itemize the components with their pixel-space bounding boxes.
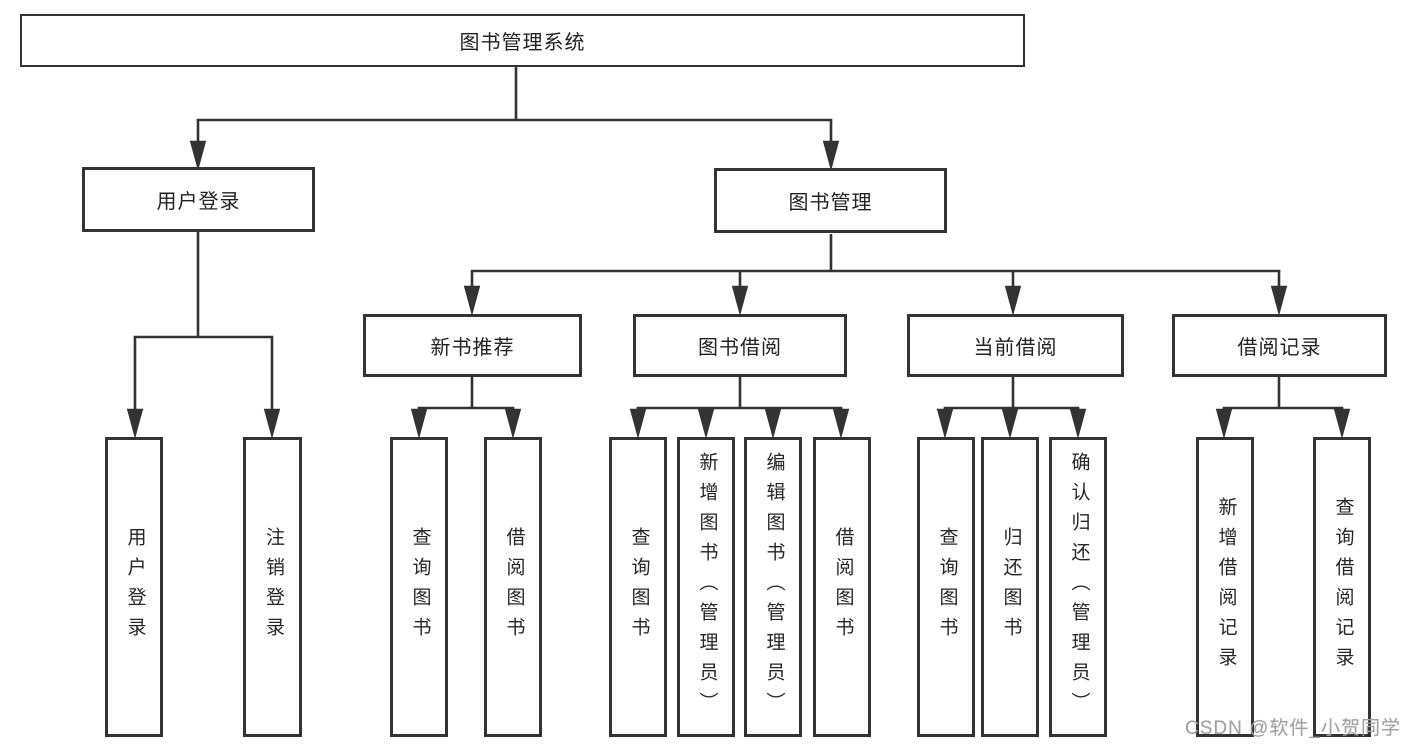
leaf-logout: 注销登录 xyxy=(243,437,302,737)
node-label: 查询图书 xyxy=(409,527,431,647)
leaf-return-books: 归还图书 xyxy=(981,437,1039,737)
leaf-edit-books-admin: 编辑图书（管理员） xyxy=(744,437,802,737)
node-label: 查询图书 xyxy=(628,527,650,647)
leaf-add-borrow-record: 新增借阅记录 xyxy=(1196,437,1254,737)
node-label: 注销登录 xyxy=(262,527,284,647)
node-label: 图书管理系统 xyxy=(459,32,586,54)
node-label: 借阅图书 xyxy=(832,527,854,647)
node-label: 查询借阅记录 xyxy=(1332,497,1354,677)
node-label: 借阅图书 xyxy=(503,527,525,647)
node-label: 图书借阅 xyxy=(698,337,782,359)
node-label: 新增借阅记录 xyxy=(1215,497,1237,677)
leaf-user-login: 用户登录 xyxy=(105,437,163,737)
node-label: 查询图书 xyxy=(936,527,958,647)
leaf-borrow-books-recommend: 借阅图书 xyxy=(484,437,542,737)
leaf-query-books-current: 查询图书 xyxy=(917,437,975,737)
node-label: 当前借阅 xyxy=(973,337,1058,359)
node-label: 归还图书 xyxy=(1000,527,1022,647)
leaf-query-borrow-record: 查询借阅记录 xyxy=(1313,437,1371,737)
node-borrowing-records: 借阅记录 xyxy=(1172,314,1387,377)
edge-root-to-level2 xyxy=(189,67,840,171)
edge-borrow-records-to-leaves xyxy=(1215,377,1351,439)
node-label: 用户登录 xyxy=(156,191,241,213)
leaf-borrow-books: 借阅图书 xyxy=(813,437,871,737)
node-label: 借阅记录 xyxy=(1237,337,1322,359)
leaf-confirm-return-admin: 确认归还（管理员） xyxy=(1049,437,1107,737)
node-label: 编辑图书（管理员） xyxy=(763,452,785,722)
edge-book-borrow-to-leaves xyxy=(629,377,850,439)
node-library-management-system: 图书管理系统 xyxy=(20,14,1025,67)
node-current-borrowing: 当前借阅 xyxy=(907,314,1124,377)
edge-new-book-to-leaves xyxy=(410,377,522,439)
leaf-add-books-admin: 新增图书（管理员） xyxy=(677,437,735,737)
node-book-management: 图书管理 xyxy=(714,168,947,233)
node-label: 新增图书（管理员） xyxy=(696,452,718,722)
edge-user-login-to-leaves xyxy=(126,232,281,439)
node-label: 新书推荐 xyxy=(430,337,515,359)
edge-current-borrow-to-leaves xyxy=(936,377,1087,439)
node-user-login: 用户登录 xyxy=(82,167,315,232)
edge-book-management-to-level3 xyxy=(463,234,1288,316)
node-new-book-recommendation: 新书推荐 xyxy=(363,314,582,377)
csdn-watermark: CSDN @软件_小贺同学 xyxy=(1185,718,1401,739)
leaf-query-books-recommend: 查询图书 xyxy=(390,437,448,737)
node-label: 用户登录 xyxy=(124,527,146,647)
node-label: 确认归还（管理员） xyxy=(1068,452,1090,722)
node-book-borrowing: 图书借阅 xyxy=(633,314,847,377)
node-label: 图书管理 xyxy=(788,192,873,214)
leaf-query-books-borrow: 查询图书 xyxy=(609,437,667,737)
